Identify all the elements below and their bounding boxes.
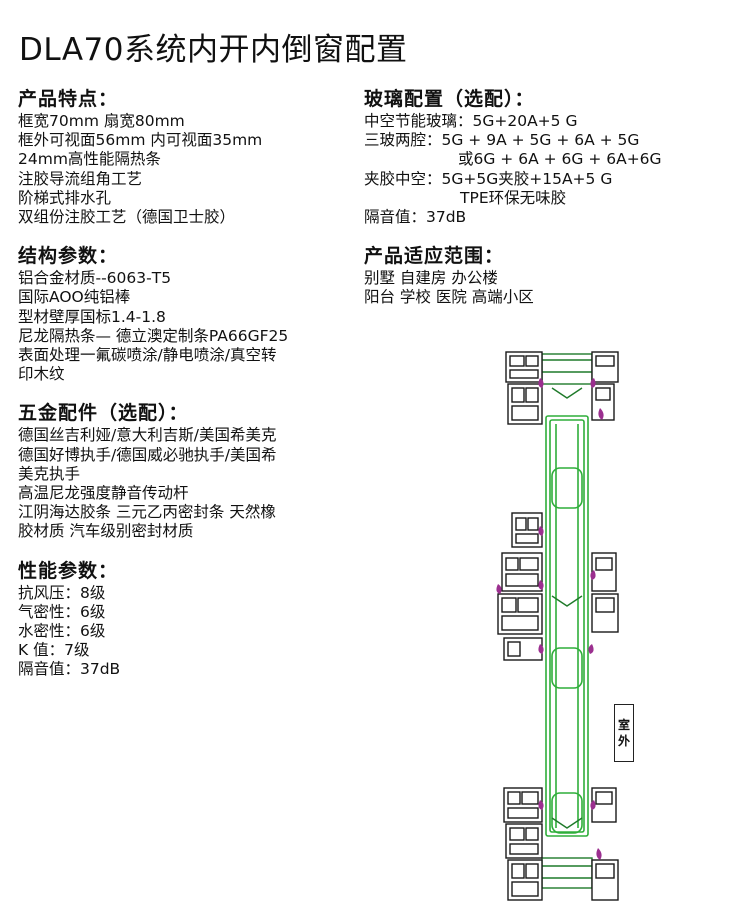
structure-line: 表面处理一氟碳喷涂/静电喷涂/真空转 (18, 346, 277, 365)
features-line: 注胶导流组角工艺 (18, 169, 143, 188)
structure-line: 国际AOO纯铝棒 (18, 288, 131, 307)
hardware-line: 高温尼龙强度静音传动杆 (18, 484, 189, 503)
glass-line: 三玻两腔：5G + 9A + 5G + 6A + 5G (364, 131, 640, 150)
performance-line: 水密性：6级 (18, 622, 106, 641)
features-heading: 产品特点： (18, 88, 119, 110)
page-title: DLA70系统内开内倒窗配置 (19, 32, 408, 68)
outdoor-label-top: 室 (617, 718, 630, 732)
hardware-line: 德国好博执手/德国威必驰执手/美国希 (18, 445, 277, 464)
rubber-seals (496, 378, 604, 860)
features-line: 框宽70mm 扇宽80mm (18, 112, 185, 130)
structure-line: 印木纹 (18, 365, 65, 384)
structure-line: 尼龙隔热条— 德立澳定制条PA66GF25 (18, 326, 289, 345)
structure-section: 结构参数： 铝合金材质--6063-T5 国际AOO纯铝棒 型材壁厚国标1.4-… (18, 241, 358, 384)
hardware-line: 德国丝吉利娅/意大利吉斯/美国希美克 (18, 426, 277, 445)
outdoor-label: 室 外 (614, 704, 634, 762)
hardware-line: 美克执手 (18, 464, 81, 483)
application-heading: 产品适应范围： (364, 245, 505, 268)
application-line: 阳台 学校 医院 高端小区 (364, 288, 534, 307)
left-column: 产品特点： 框宽70mm 扇宽80mm 框外可视面56mm 内可视面35mm 2… (18, 84, 358, 694)
structure-line: 型材壁厚国标1.4-1.8 (18, 307, 166, 326)
application-section: 产品适应范围： 别墅 自建房 办公楼 阳台 学校 医院 高端小区 (364, 241, 724, 307)
features-line: 双组份注胶工艺（德国卫士胶） (18, 208, 236, 227)
glass-line: 夹胶中空：5G+5G夹胶+15A+5 G (364, 169, 613, 188)
performance-section: 性能参数： 抗风压：8级 气密性：6级 水密性：6级 K 值：7级 隔音值：37… (18, 556, 358, 680)
performance-line: 气密性：6级 (18, 602, 106, 621)
glass-line: 隔音值：37dB (364, 208, 467, 227)
performance-line: 抗风压：8级 (18, 583, 106, 602)
glass-panes (545, 415, 589, 837)
features-line: 阶梯式排水孔 (18, 188, 112, 207)
right-column: 玻璃配置（选配）： 中空节能玻璃：5G+20A+5 G 三玻两腔：5G + 9A… (364, 84, 724, 322)
hardware-line: 江阴海达胶条 三元乙丙密封条 天然橡 (18, 503, 276, 522)
aluminum-profiles (497, 351, 619, 901)
window-section-diagram (496, 351, 619, 901)
hardware-line: 胶材质 汽车级别密封材质 (18, 522, 194, 541)
glass-line: TPE环保无味胶 (460, 188, 567, 207)
application-line: 别墅 自建房 办公楼 (364, 269, 498, 288)
glass-line: 或6G + 6A + 6G + 6A+6G (458, 150, 662, 169)
features-section: 产品特点： 框宽70mm 扇宽80mm 框外可视面56mm 内可视面35mm 2… (18, 84, 358, 227)
glass-heading: 玻璃配置（选配）： (364, 88, 535, 110)
hardware-section: 五金配件（选配）： 德国丝吉利娅/意大利吉斯/美国希美克 德国好博执手/德国威必… (18, 398, 358, 541)
structure-line: 铝合金材质--6063-T5 (18, 269, 172, 288)
performance-line: 隔音值：37dB (18, 660, 121, 679)
features-line: 框外可视面56mm 内可视面35mm (18, 131, 263, 150)
glass-line: 中空节能玻璃：5G+20A+5 G (364, 112, 578, 130)
performance-heading: 性能参数： (18, 559, 119, 582)
glass-section: 玻璃配置（选配）： 中空节能玻璃：5G+20A+5 G 三玻两腔：5G + 9A… (364, 84, 724, 227)
performance-line: K 值：7级 (18, 641, 90, 660)
hardware-heading: 五金配件（选配）： (18, 402, 189, 425)
structure-heading: 结构参数： (18, 245, 119, 268)
outdoor-label-bottom: 外 (617, 734, 630, 748)
features-line: 24mm高性能隔热条 (18, 150, 161, 169)
